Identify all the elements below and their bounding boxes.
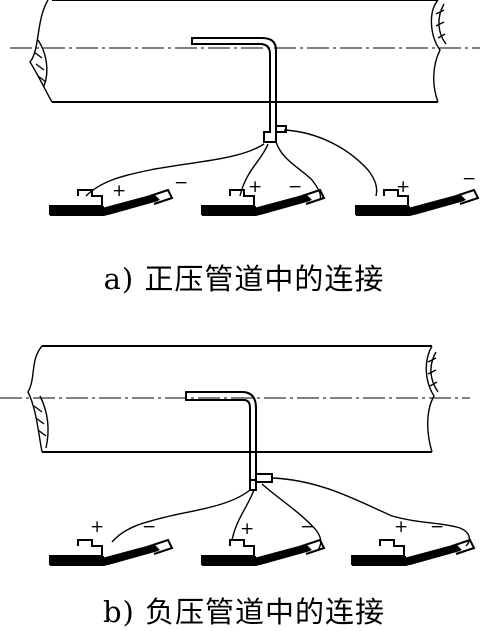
panel-b: + − + − + − xyxy=(0,345,476,566)
pressure-tap-b xyxy=(185,391,257,481)
minus-sign: − xyxy=(142,517,156,537)
tube-b-left xyxy=(111,489,251,543)
manometer-a-1: + − xyxy=(49,173,188,216)
manometer-a-2: + − xyxy=(201,177,326,216)
tube-b-middle-2 xyxy=(261,483,322,551)
tube-b-middle xyxy=(231,489,255,541)
pipe-a xyxy=(29,0,447,103)
minus-sign: − xyxy=(174,173,188,193)
tube-a-middle-2 xyxy=(275,141,322,201)
manometer-a-3: + − xyxy=(355,169,480,216)
plus-sign: + xyxy=(240,519,254,539)
minus-sign: − xyxy=(462,169,476,189)
plus-sign: + xyxy=(248,177,262,197)
manometer-b-1: + − xyxy=(49,517,174,566)
manometer-b-2: + − xyxy=(201,517,326,566)
pipe-b xyxy=(27,345,439,453)
tube-a-right xyxy=(283,129,378,197)
plus-sign: + xyxy=(394,517,408,537)
plus-sign: + xyxy=(90,517,104,537)
pressure-tap-a xyxy=(191,37,277,143)
manometer-b-3: + − xyxy=(351,517,476,566)
tube-b-right xyxy=(271,477,471,547)
caption-a: a) 正压管道中的连接 xyxy=(103,262,385,296)
caption-b: b) 负压管道中的连接 xyxy=(102,595,386,629)
plus-sign: + xyxy=(396,177,410,197)
minus-sign: − xyxy=(300,517,314,537)
tube-a-left xyxy=(85,143,265,197)
panel-a: + − + − + − xyxy=(10,0,480,216)
minus-sign: − xyxy=(288,177,302,197)
plus-sign: + xyxy=(112,181,126,201)
minus-sign: − xyxy=(430,517,444,537)
